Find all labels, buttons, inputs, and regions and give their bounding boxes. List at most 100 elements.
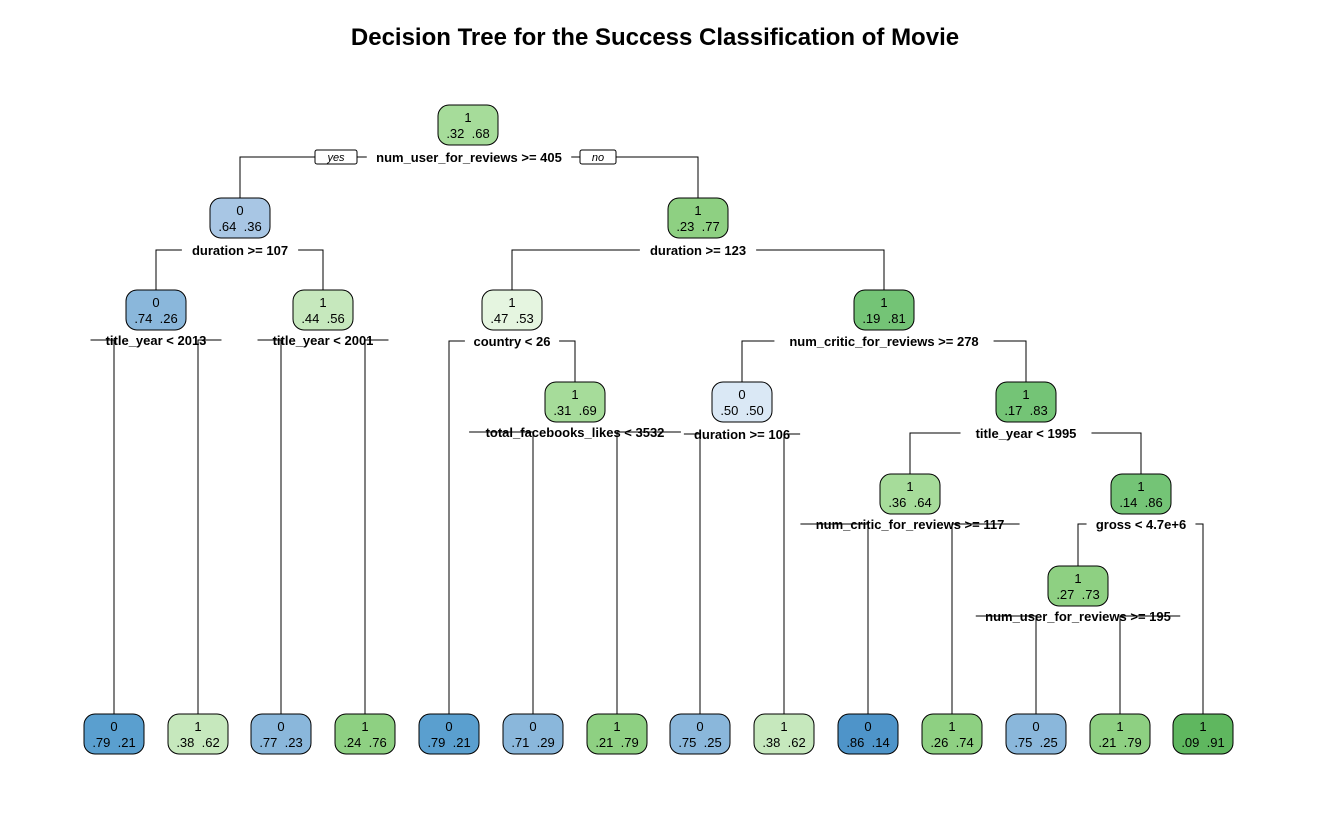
node-box [544, 381, 606, 423]
edge-left [155, 249, 182, 290]
node-probabilities: .75 .25 [1014, 735, 1057, 750]
split-label: duration >= 106 [694, 427, 790, 442]
no-tag: no [579, 149, 617, 165]
node-box [437, 104, 499, 146]
node-class: 0 [738, 387, 745, 402]
node-probabilities: .47 .53 [490, 311, 533, 326]
node-box [711, 381, 773, 423]
tree-node: 1.27 .73 [1047, 565, 1109, 607]
edge-left [257, 339, 282, 714]
edge-right [783, 433, 801, 714]
node-probabilities: .64 .36 [218, 219, 261, 234]
node-box [292, 289, 354, 331]
edge-right [1091, 432, 1142, 474]
node-class: 1 [694, 203, 701, 218]
node-box [669, 713, 731, 755]
node-box [167, 713, 229, 755]
tree-node: 0.75 .25 [1005, 713, 1067, 755]
node-probabilities: .32 .68 [446, 126, 489, 141]
edge-left [1077, 523, 1087, 566]
node-box [1047, 565, 1109, 607]
node-box [1005, 713, 1067, 755]
node-box [837, 713, 899, 755]
node-probabilities: .36 .64 [888, 495, 931, 510]
edge-left [741, 340, 775, 382]
edge-left [909, 432, 961, 474]
tree-node: 1.24 .76 [334, 713, 396, 755]
node-box [418, 713, 480, 755]
node-probabilities: .50 .50 [720, 403, 763, 418]
node-class: 1 [571, 387, 578, 402]
tree-node: 1.14 .86 [1110, 473, 1172, 515]
node-box [853, 289, 915, 331]
yes-tag: yes [314, 149, 358, 165]
tree-node: 0.77 .23 [250, 713, 312, 755]
tree-node: 1.23 .77 [667, 197, 729, 239]
node-box [209, 197, 271, 239]
node-class: 1 [948, 719, 955, 734]
node-class: 1 [880, 295, 887, 310]
chart-title: Decision Tree for the Success Classifica… [350, 24, 960, 51]
tree-nodes: 1.32 .680.64 .361.23 .770.74 .261.44 .56… [83, 104, 1234, 755]
edge-right [298, 249, 324, 290]
node-class: 0 [529, 719, 536, 734]
node-probabilities: .26 .74 [930, 735, 973, 750]
edge-right [364, 339, 389, 714]
split-label: total_facebooks_likes < 3532 [486, 425, 665, 440]
node-probabilities: .19 .81 [862, 311, 905, 326]
tree-node: 1.21 .79 [1089, 713, 1151, 755]
tree-node: 1.31 .69 [544, 381, 606, 423]
tree-node: 1.36 .64 [879, 473, 941, 515]
node-probabilities: .21 .79 [1098, 735, 1141, 750]
yes-tag-box [314, 149, 358, 165]
node-probabilities: .23 .77 [676, 219, 719, 234]
node-class: 1 [1022, 387, 1029, 402]
node-box [481, 289, 543, 331]
node-class: 0 [236, 203, 243, 218]
node-probabilities: .14 .86 [1119, 495, 1162, 510]
node-class: 0 [864, 719, 871, 734]
edge-right [616, 431, 681, 714]
node-box [83, 713, 145, 755]
node-box [250, 713, 312, 755]
tree-node: 1.17 .83 [995, 381, 1057, 423]
tree-node: 0.64 .36 [209, 197, 271, 239]
split-label: num_user_for_reviews >= 195 [985, 609, 1171, 624]
node-box [667, 197, 729, 239]
node-probabilities: .24 .76 [343, 735, 386, 750]
split-label: num_critic_for_reviews >= 278 [789, 334, 978, 349]
yes-tag-label: yes [326, 152, 345, 164]
tree-node: 1.26 .74 [921, 713, 983, 755]
tree-node: 1.38 .62 [167, 713, 229, 755]
node-box [1089, 713, 1151, 755]
node-class: 1 [1137, 479, 1144, 494]
edge-right [1195, 523, 1204, 714]
node-class: 1 [1199, 719, 1206, 734]
edge-right [1119, 615, 1181, 714]
node-class: 0 [696, 719, 703, 734]
node-probabilities: .77 .23 [259, 735, 302, 750]
edge-left [975, 615, 1037, 714]
node-class: 1 [906, 479, 913, 494]
edge-left [90, 339, 115, 714]
node-probabilities: .38 .62 [176, 735, 219, 750]
tree-node: 1.38 .62 [753, 713, 815, 755]
node-box [921, 713, 983, 755]
split-label: gross < 4.7e+6 [1096, 517, 1186, 532]
node-box [1172, 713, 1234, 755]
edge-left [448, 340, 465, 714]
node-class: 1 [508, 295, 515, 310]
split-label: title_year < 2001 [273, 333, 374, 348]
edge-left [683, 433, 701, 714]
tree-node: 1.21 .79 [586, 713, 648, 755]
node-box [753, 713, 815, 755]
tree-node: 0.79 .21 [418, 713, 480, 755]
split-label: country < 26 [474, 334, 551, 349]
node-class: 0 [1032, 719, 1039, 734]
node-box [125, 289, 187, 331]
node-box [334, 713, 396, 755]
node-probabilities: .75 .25 [678, 735, 721, 750]
node-probabilities: .71 .29 [511, 735, 554, 750]
